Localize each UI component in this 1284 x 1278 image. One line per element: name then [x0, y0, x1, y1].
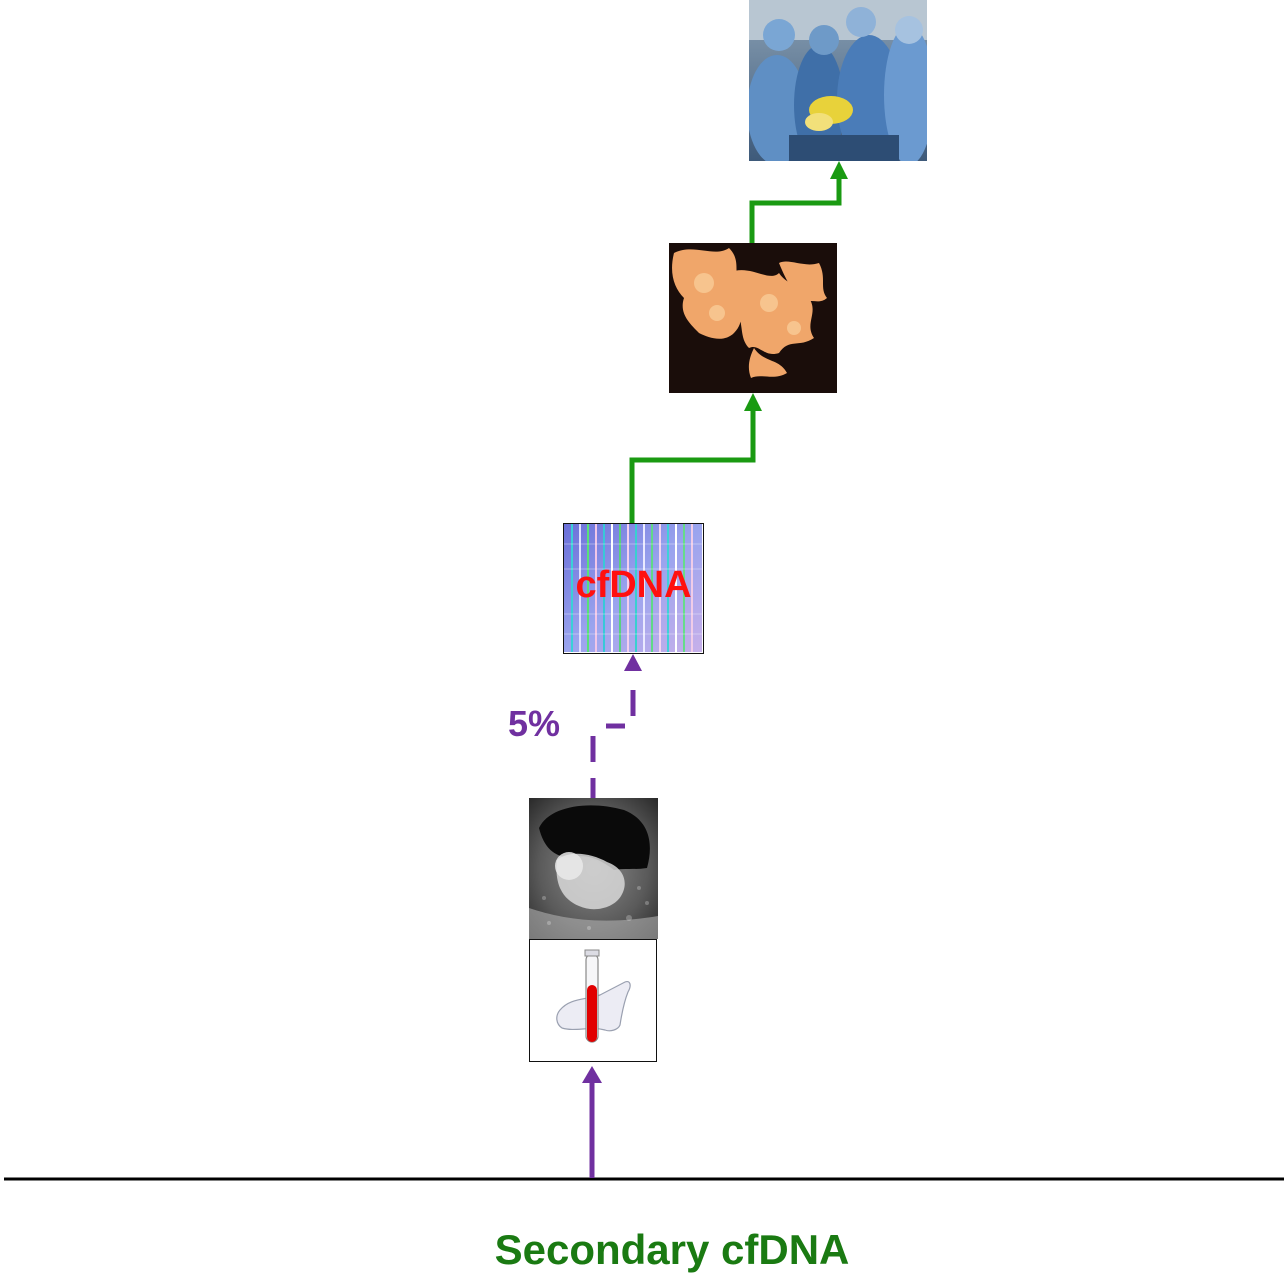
- chorionic-villi-image: [669, 243, 837, 393]
- surgical-team-image: [749, 0, 927, 161]
- percentage-label: 5%: [508, 703, 561, 744]
- dna-sequencing-image: cfDNA: [563, 523, 704, 654]
- purple-dashed-arrowhead: [624, 654, 642, 671]
- fetal-ultrasound-image: [529, 798, 658, 939]
- green-arrowhead-1: [744, 393, 762, 411]
- cfdna-sequencing-label: cfDNA: [575, 564, 692, 606]
- purple-solid-arrowhead: [582, 1066, 602, 1083]
- green-path-2: [749, 178, 842, 243]
- blood-sample-tube-icon: [529, 939, 657, 1062]
- green-arrowhead-2: [830, 161, 848, 179]
- diagram-title: Secondary cfDNA: [494, 1226, 850, 1273]
- green-path-1: [629, 410, 756, 523]
- purple-dashed-path: [590, 690, 636, 798]
